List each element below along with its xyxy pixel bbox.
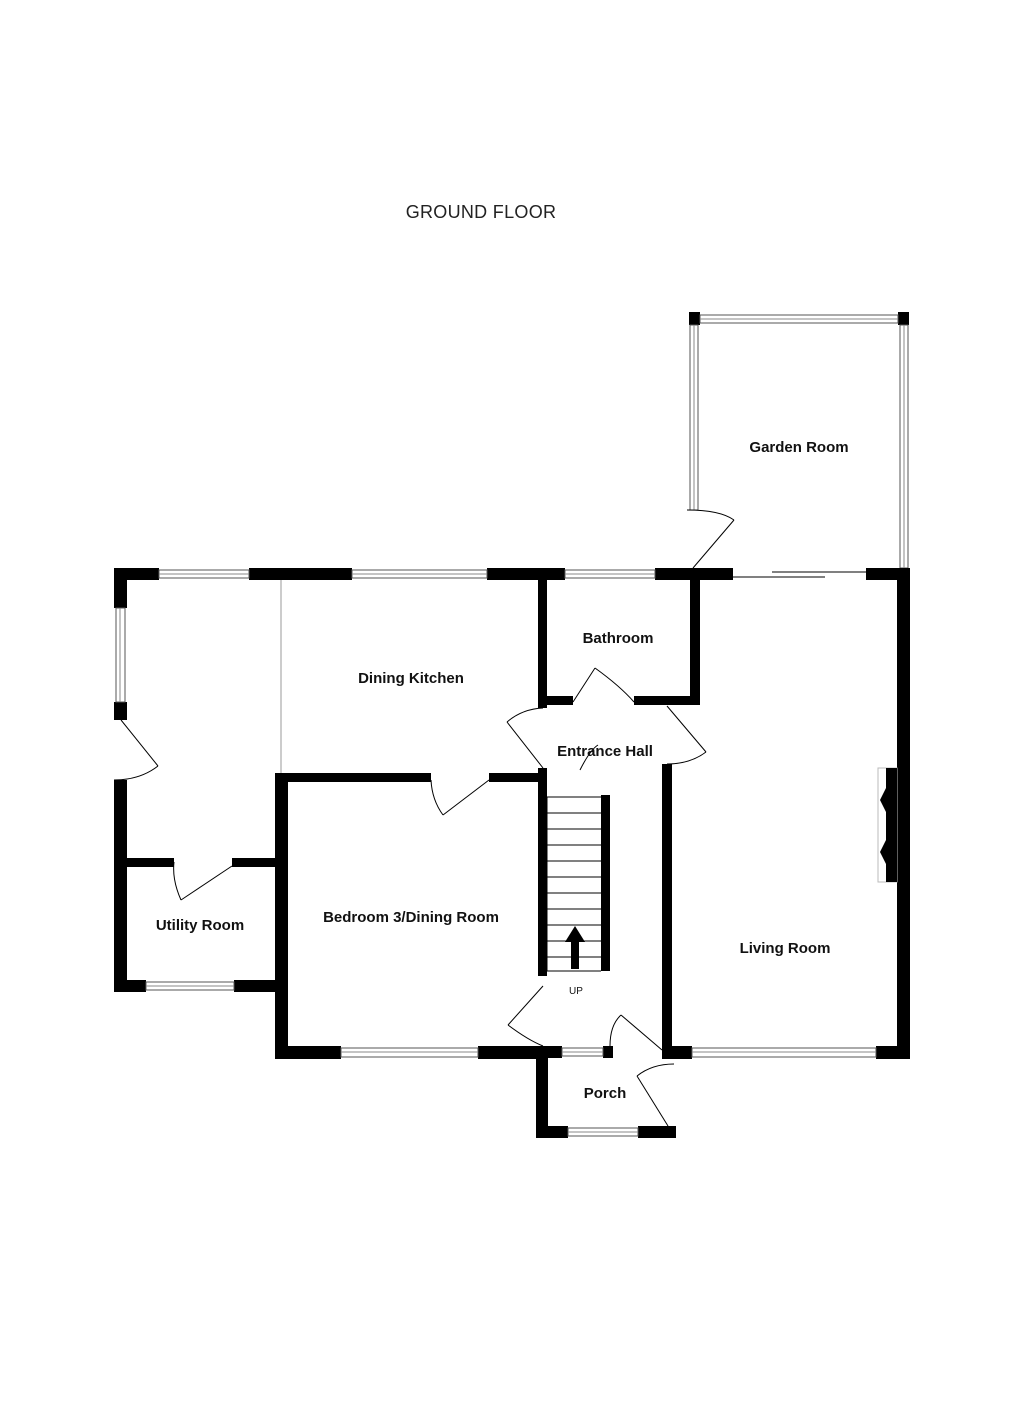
- porch-inner-door[interactable]: [609, 1014, 663, 1051]
- room-label-utility-room: Utility Room: [156, 917, 244, 934]
- staircase: [546, 795, 610, 972]
- under-stair-door[interactable]: [507, 985, 544, 1047]
- fireplace: [877, 767, 898, 883]
- room-label-living-room: Living Room: [740, 940, 831, 957]
- external-door-kitchen[interactable]: [113, 719, 159, 781]
- walls: [114, 568, 910, 1138]
- sliding-door[interactable]: [733, 571, 866, 578]
- garden-room-door[interactable]: [686, 509, 735, 569]
- utility-room-door[interactable]: [173, 861, 233, 901]
- living-room-door[interactable]: [666, 705, 707, 765]
- bedroom-door[interactable]: [430, 779, 490, 816]
- room-label-dining-kitchen: Dining Kitchen: [358, 670, 464, 687]
- windows: [115, 569, 877, 1137]
- room-label-entrance-hall: Entrance Hall: [557, 743, 653, 760]
- room-label-bedroom-3-dining-room: Bedroom 3/Dining Room: [323, 909, 499, 926]
- room-label-garden-room: Garden Room: [749, 439, 848, 456]
- kitchen-hall-door[interactable]: [506, 707, 544, 769]
- porch-front-door[interactable]: [636, 1063, 675, 1127]
- stairs-up-arrow-icon: [565, 926, 585, 969]
- stairs-up-label: UP: [569, 986, 583, 997]
- bathroom-door[interactable]: [572, 667, 635, 703]
- garden-room-frame: [689, 312, 909, 569]
- room-label-porch: Porch: [584, 1085, 627, 1102]
- floor-title: GROUND FLOOR: [405, 202, 557, 222]
- hall-arc: [579, 744, 599, 771]
- room-label-bathroom: Bathroom: [583, 630, 654, 647]
